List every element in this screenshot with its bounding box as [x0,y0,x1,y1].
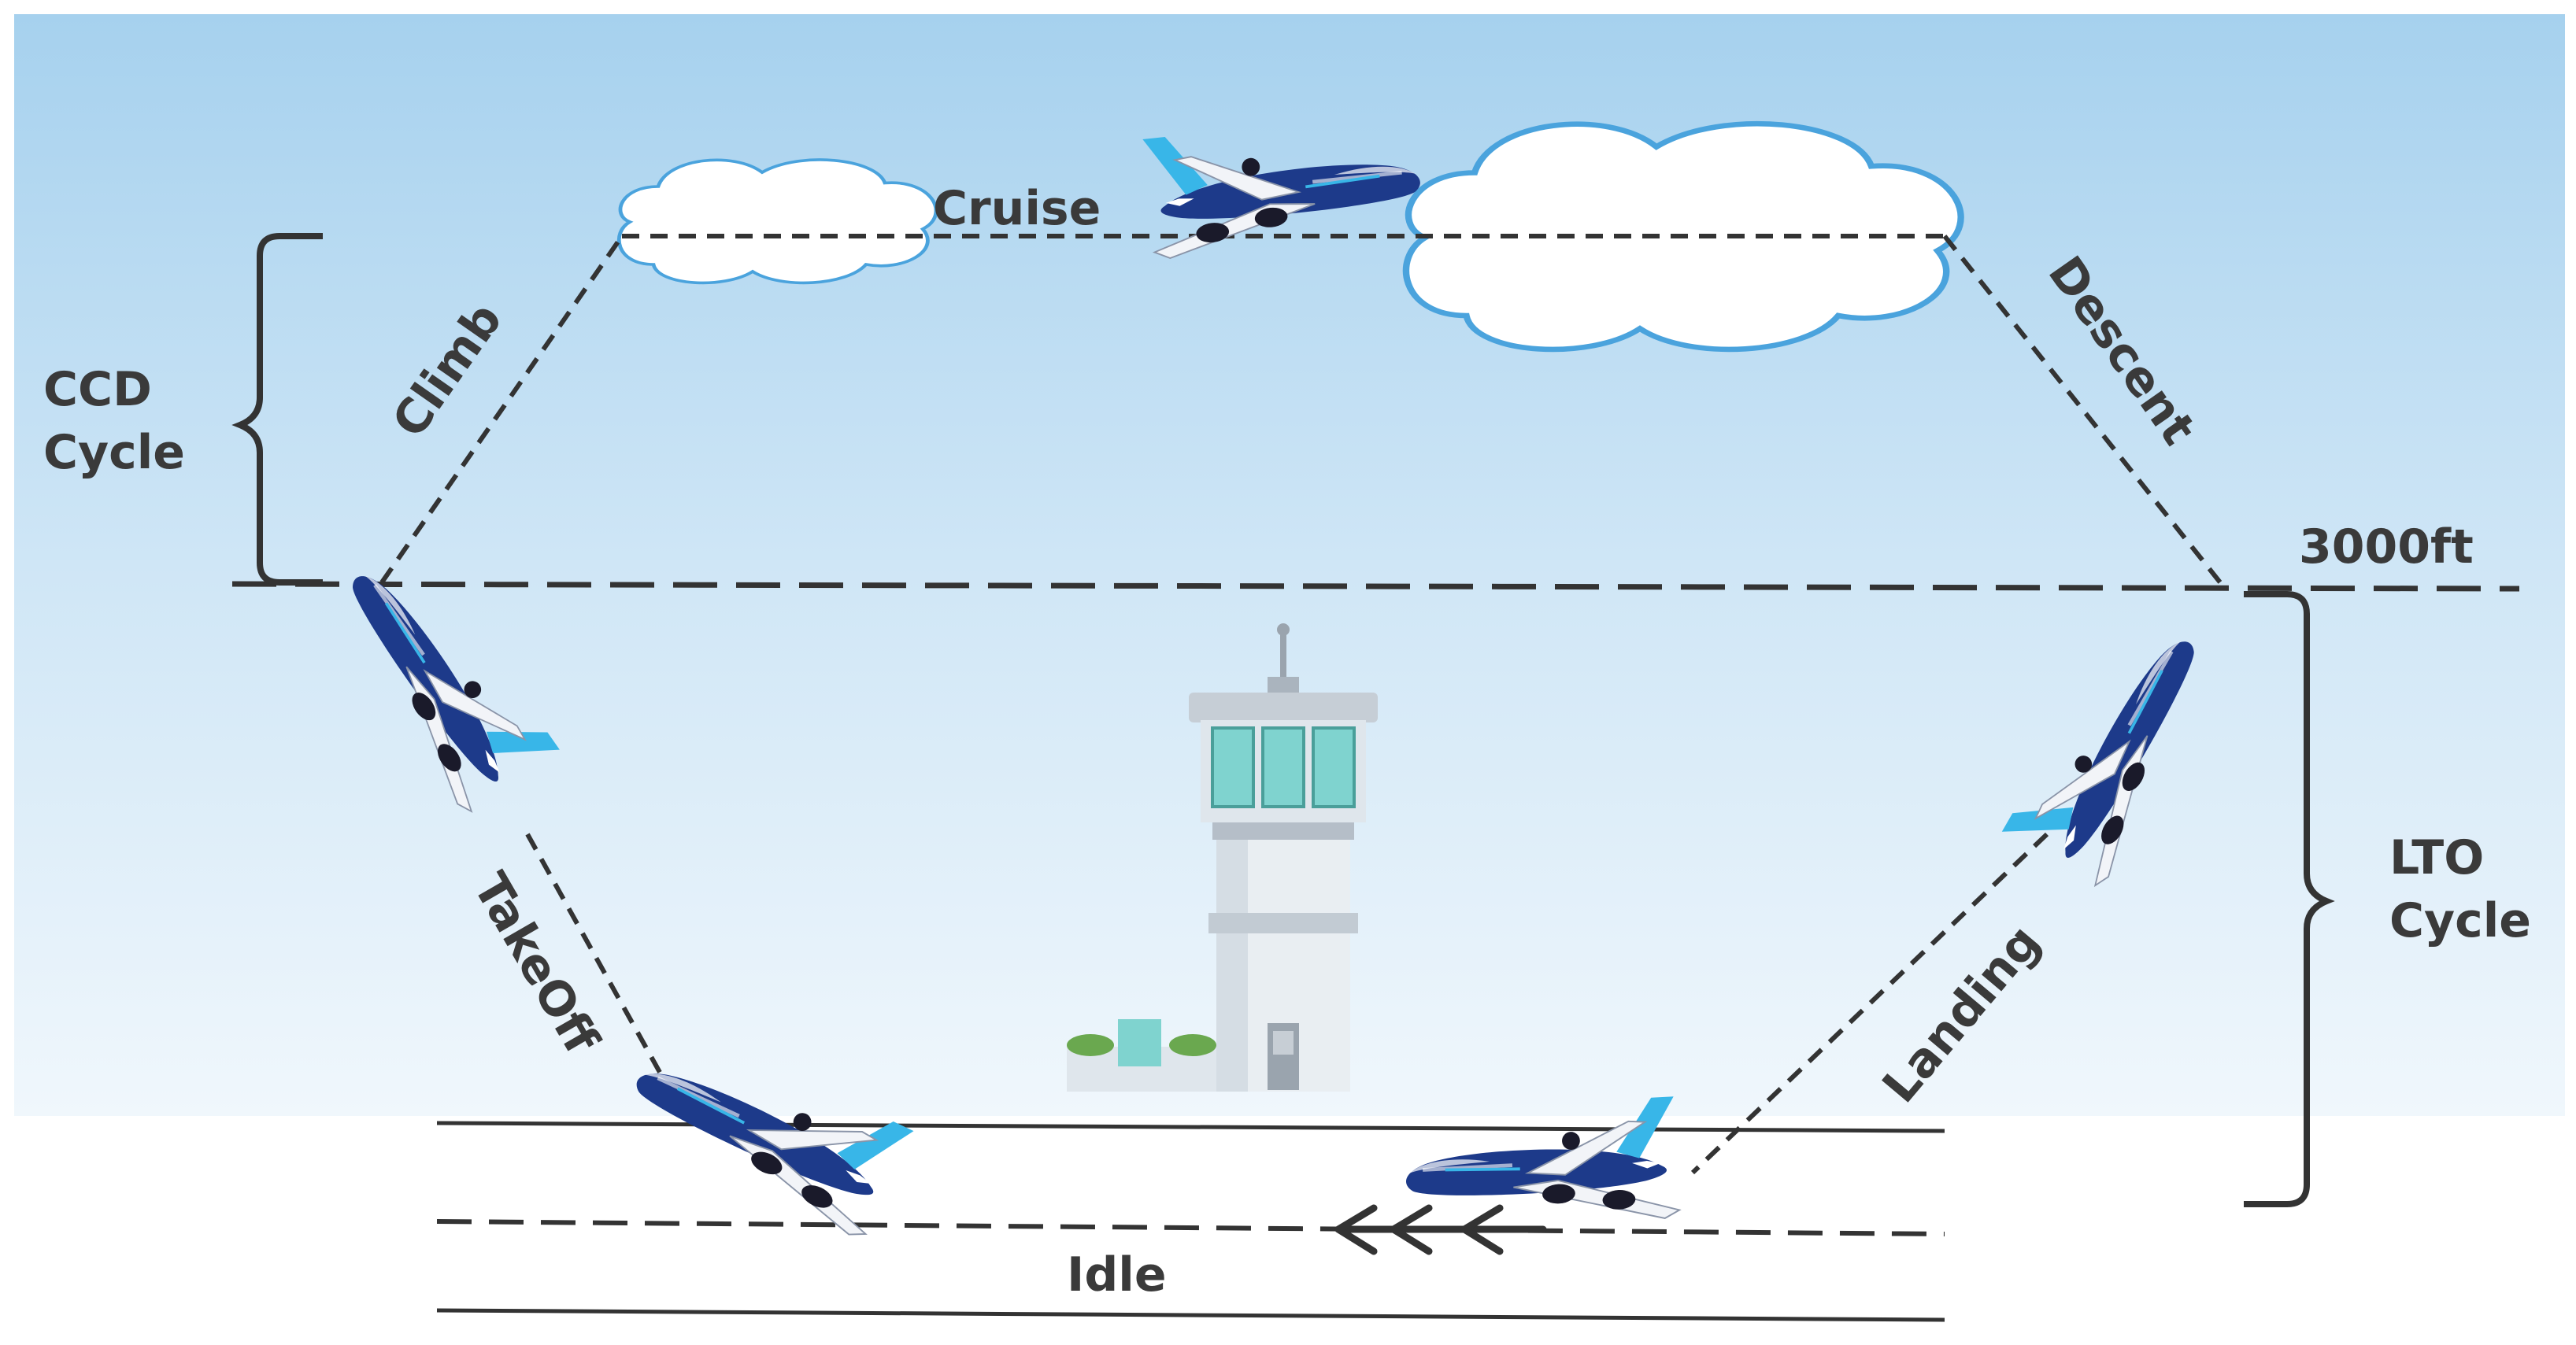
altitude-3000ft-line [231,581,2520,592]
cruise-label: Cruise [933,181,1101,236]
landing-path [1690,832,2049,1175]
lto-label-line1: LTO [2389,830,2484,885]
lto-label-line2: Cycle [2389,893,2531,948]
lto-bracket [2244,591,2335,1207]
ccd-label-line1: CCD [43,362,152,417]
flight-path [379,234,2223,1175]
altitude-label: 3000ft [2299,519,2474,575]
idle-direction-arrows [1334,1204,1547,1255]
ccd-bracket [231,233,323,586]
runway [436,1121,1945,1322]
ccd-label-line2: Cycle [43,425,185,480]
takeoff-path [525,833,687,1119]
control-tower-icon [1067,623,1378,1092]
idle-label: Idle [1067,1247,1167,1303]
climb-path [379,235,624,584]
descent-path [1942,235,2223,584]
